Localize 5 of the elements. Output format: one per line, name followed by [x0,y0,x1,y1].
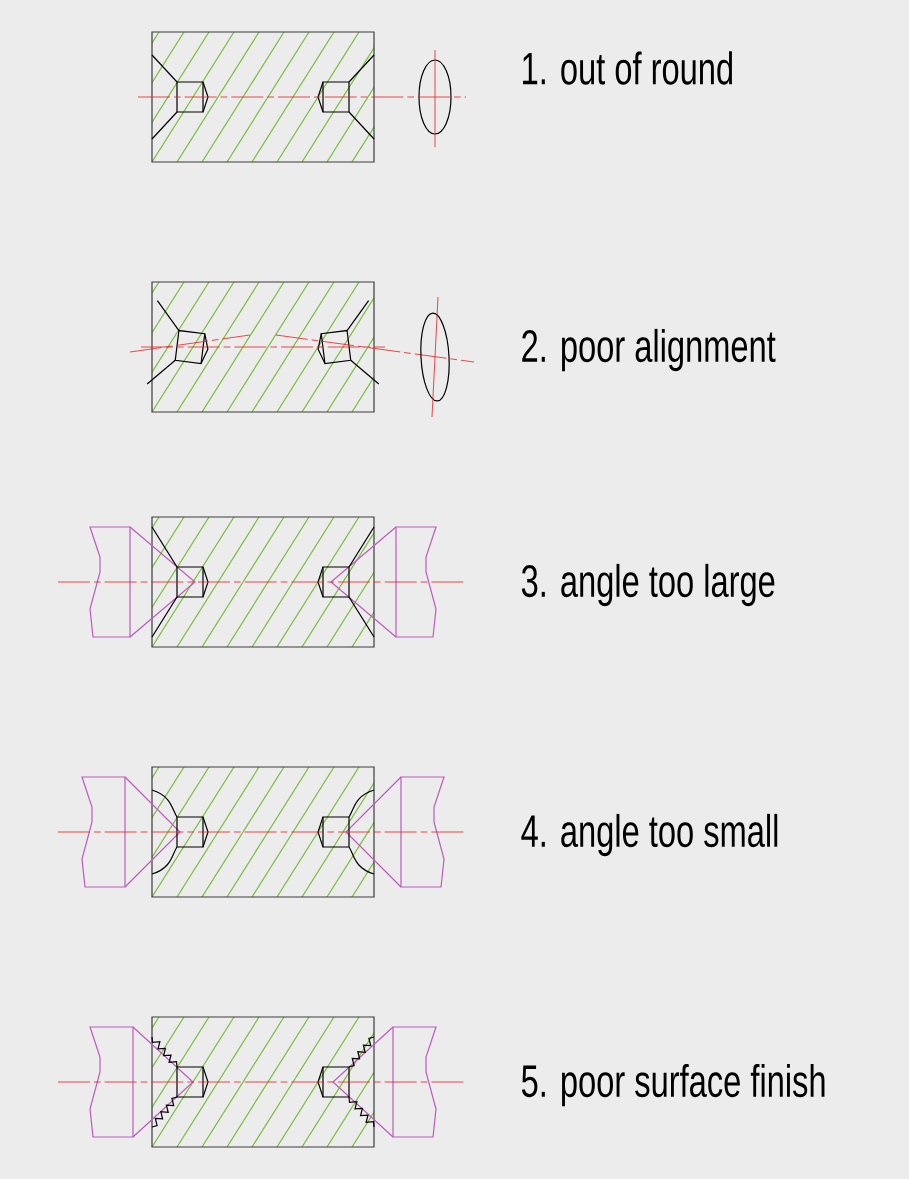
caption-text: 5. poor surface finish [521,1063,825,1107]
caption-text: 1. out of round [523,51,732,85]
caption-text: 4. angle too small [521,813,778,857]
caption-text: 2. poor alignment [522,328,776,372]
caption-text: 3. angle too large [521,563,775,607]
